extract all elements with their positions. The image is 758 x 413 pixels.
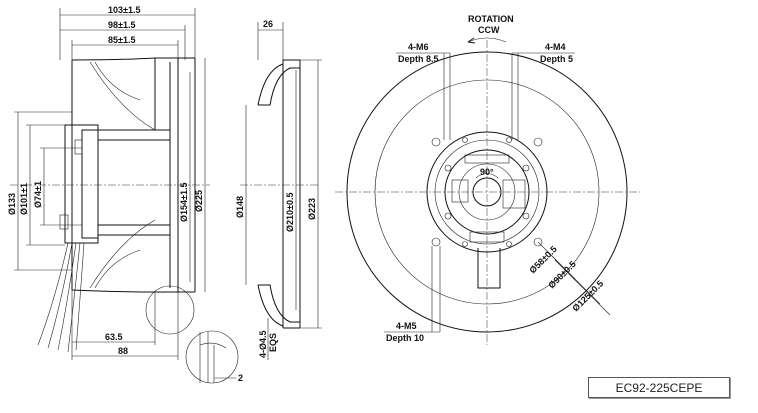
dim-223: Ø223 [307,198,317,220]
dim-154: Ø154±1.5 [179,183,189,222]
m5-depth: Depth 10 [386,333,424,343]
rotation-direction: CCW [478,25,500,35]
dim-detail-2: 2 [238,373,243,383]
m6-depth: Depth 8.5 [398,54,439,64]
dim-holes-4-5: 4-Ø4.5 [258,330,268,358]
dim-88: 88 [118,346,128,356]
dim-133: Ø133 [7,193,17,215]
dim-eqs: EQS [268,333,278,352]
m4-depth: Depth 5 [540,54,573,64]
angle-90: 90° [480,167,494,177]
dim-148: Ø148 [235,196,245,218]
dim-85: 85±1.5 [108,35,135,45]
m5-label: 4-M5 [396,321,417,331]
dim-125: Ø125±0.5 [570,278,605,313]
m6-label: 4-M6 [408,42,429,52]
side-view: 103±1.5 98±1.5 85±1.5 Ø133 [7,5,243,384]
m4-label: 4-M4 [545,42,566,52]
dim-63-5: 63.5 [105,332,123,342]
dim-103: 103±1.5 [108,5,140,15]
dim-26: 26 [263,19,273,29]
dim-90: Ø90±0.5 [546,259,577,290]
dim-58: Ø58±0.5 [527,244,558,275]
dim-74: Ø74±1 [33,181,43,208]
model-label: EC92-225CEPE [588,377,730,398]
rotation-label: ROTATION [468,14,514,24]
dim-210: Ø210±0.5 [285,193,295,232]
dim-101: Ø101±1 [19,183,29,215]
inlet-ring-view: 26 Ø148 Ø210±0.5 Ø223 4-Ø4.5 EQS [235,19,322,360]
front-view: 90° ROTATION CCW 4-M6 Depth 8.5 4-M4 Dep… [335,14,640,345]
dim-225: Ø225 [194,190,204,212]
dim-98: 98±1.5 [108,20,135,30]
